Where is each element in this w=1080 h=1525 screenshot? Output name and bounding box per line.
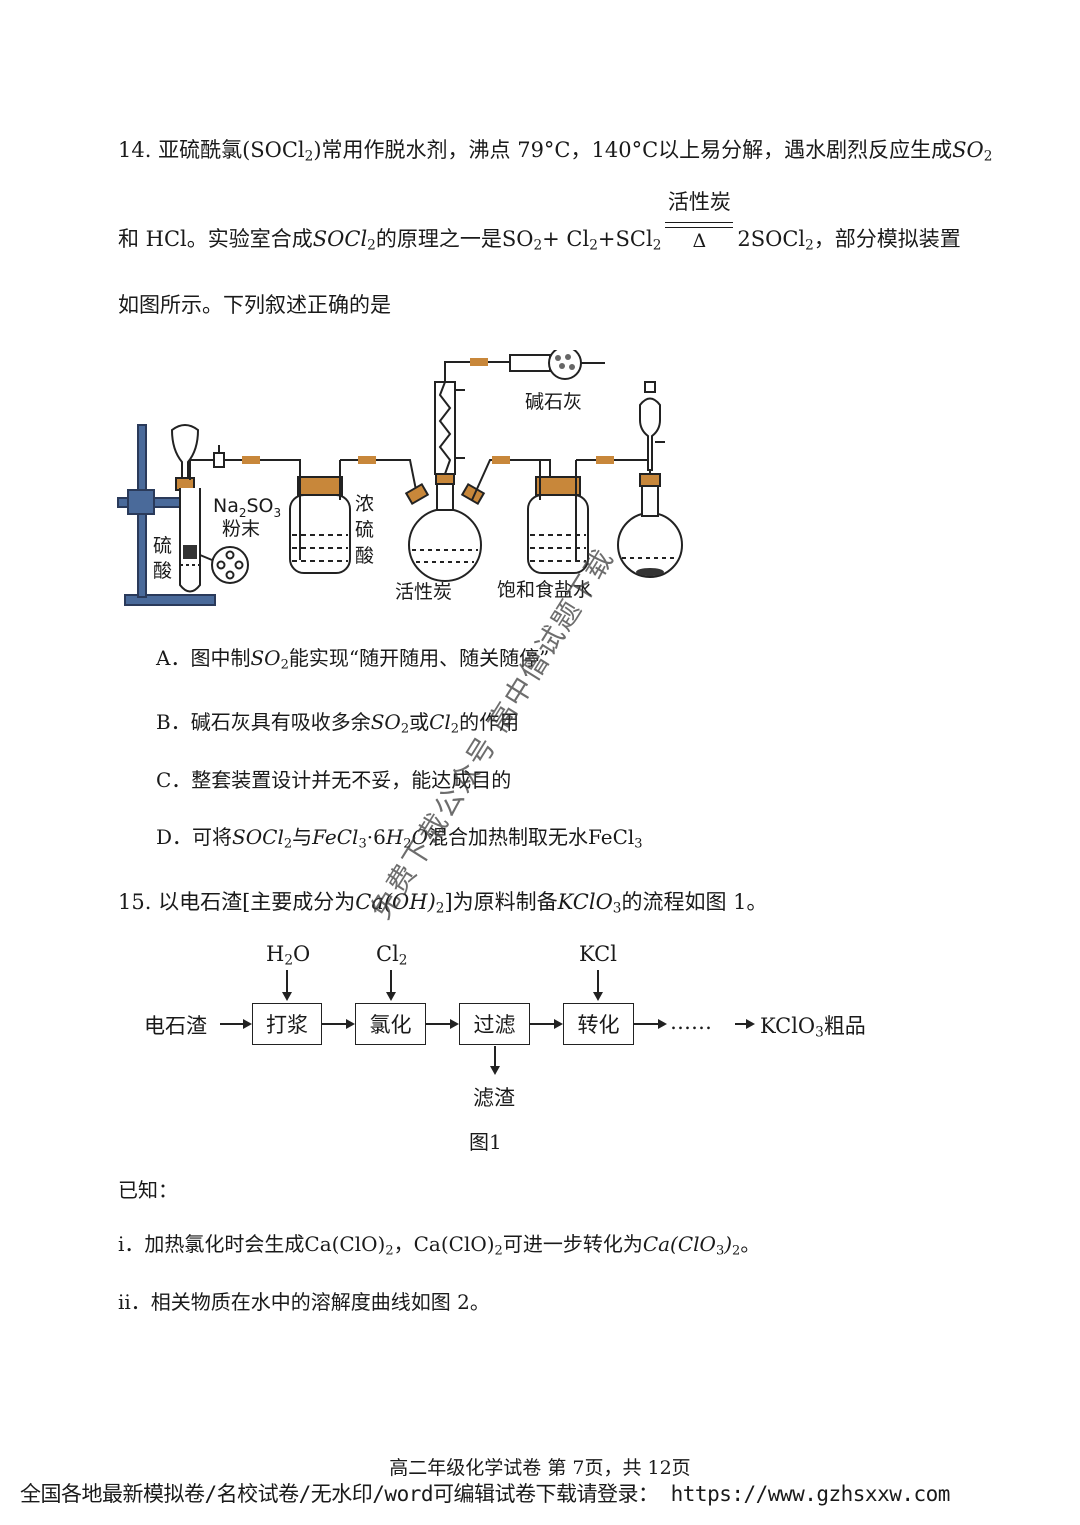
condenser-coil bbox=[438, 381, 452, 475]
subscript: 2 bbox=[589, 237, 598, 254]
stopper-bottle-2 bbox=[535, 476, 581, 496]
subscript: 2 bbox=[533, 237, 543, 254]
stand-clamp-head bbox=[127, 489, 155, 515]
rubber-joint bbox=[492, 456, 510, 464]
known-ii: ii．相关物质在水中的溶解度曲线如图 2。 bbox=[118, 1290, 490, 1314]
subscript: 2 bbox=[304, 148, 314, 165]
label-sulfuric-2: 酸 bbox=[153, 560, 172, 582]
formula-socl2: SOCl bbox=[312, 227, 368, 251]
tube-3 bbox=[471, 459, 551, 501]
option-b: B．碱石灰具有吸收多余SO2或Cl2的作用 bbox=[156, 710, 520, 737]
pointer-line bbox=[199, 554, 213, 561]
q14-text: )常用作脱水剂，沸点 79°C，140°C以上易分解，遇水剧烈反应生成 bbox=[313, 138, 953, 162]
q14-line1: 14. 亚硫酰氯(SOCl2)常用作脱水剂，沸点 79°C，140°C以上易分解… bbox=[118, 138, 992, 165]
catalyst-label: 活性炭 bbox=[667, 190, 731, 214]
powder-pile bbox=[183, 545, 197, 559]
perforated-plate bbox=[211, 546, 249, 584]
figure-caption: 图1 bbox=[469, 1130, 502, 1154]
test-tube bbox=[179, 488, 201, 593]
plate-hole bbox=[225, 570, 235, 580]
rubber-joint bbox=[470, 358, 488, 366]
flow-step-convert: 转化 bbox=[563, 1003, 634, 1045]
known-i: i．加热氯化时会生成Ca(ClO)2，Ca(ClO)2可进一步转化为Ca(ClO… bbox=[118, 1232, 761, 1259]
label-activated-carbon: 活性炭 bbox=[395, 581, 452, 603]
flow-step-filter: 过滤 bbox=[459, 1003, 530, 1045]
flow-arrows bbox=[220, 970, 755, 1075]
flow-end: KClO3粗品 bbox=[760, 1014, 866, 1041]
q14-text: +SCl bbox=[597, 227, 653, 251]
label-conc-3: 酸 bbox=[355, 545, 374, 567]
subscript: 2 bbox=[652, 237, 662, 254]
q14-text: + Cl bbox=[542, 227, 590, 251]
stopcock bbox=[213, 452, 225, 468]
flask-stopper bbox=[435, 473, 455, 485]
equals-bar bbox=[665, 227, 734, 228]
option-c: C．整套装置设计并无不妥，能达成目的 bbox=[156, 768, 512, 792]
plate-hole bbox=[216, 560, 226, 570]
stand-base bbox=[124, 594, 216, 606]
q15-intro: 15. 以电石渣[主要成分为Ca(OH)2]为原料制备KClO3的流程如图 1。 bbox=[118, 890, 768, 917]
q14-line3: 如图所示。下列叙述正确的是 bbox=[118, 293, 391, 317]
subscript: 2 bbox=[983, 148, 993, 165]
label-na2so3: Na2SO3 bbox=[213, 495, 281, 520]
three-neck-flask bbox=[408, 508, 482, 582]
q14-text: 和 HCl。实验室合成 bbox=[118, 227, 313, 251]
round-flask bbox=[617, 512, 683, 578]
label-sulfuric-1: 硫 bbox=[153, 535, 172, 557]
flask-stopper bbox=[460, 482, 486, 506]
q14-text: ，部分模拟装置 bbox=[813, 227, 961, 251]
flask-stopper bbox=[404, 482, 430, 506]
reaction-condition: 活性炭 Δ bbox=[663, 190, 735, 258]
flow-input-water: H2O bbox=[266, 942, 311, 969]
label-soda-lime: 碱石灰 bbox=[525, 391, 582, 413]
plate-hole bbox=[234, 560, 244, 570]
plate-hole bbox=[225, 550, 235, 560]
flow-step-slurry: 打浆 bbox=[252, 1003, 322, 1045]
flow-step-chlorinate: 氯化 bbox=[355, 1003, 426, 1045]
flow-input-chlorine: Cl2 bbox=[376, 942, 408, 969]
footer-ad: 全国各地最新模拟卷/名校试卷/无水印/word可编辑试卷下载请登录： https… bbox=[20, 1482, 950, 1506]
flow-start: 电石渣 bbox=[144, 1014, 207, 1038]
flow-residue: 滤渣 bbox=[473, 1086, 515, 1110]
flow-dots: …… bbox=[670, 1010, 712, 1034]
rubber-joint bbox=[242, 456, 260, 464]
flowchart: 电石渣 打浆 氯化 过滤 转化 …… KClO3粗品 H2O Cl2 KCl 滤… bbox=[0, 940, 1080, 1154]
subscript: 2 bbox=[367, 237, 376, 254]
heat-label: Δ bbox=[692, 230, 707, 252]
apparatus-diagram: 碱石灰 Na2SO3 粉末 硫 酸 浓 硫 酸 活性炭 饱和食盐水 bbox=[117, 350, 683, 606]
label-conc-2: 硫 bbox=[355, 519, 374, 541]
q14-text: 2SOCl bbox=[737, 227, 806, 251]
label-conc-1: 浓 bbox=[355, 493, 374, 515]
option-a: A．图中制SO2能实现“随开随用、随关随停” bbox=[156, 646, 550, 673]
solid-residue bbox=[636, 568, 664, 576]
label-brine: 饱和食盐水 bbox=[497, 579, 592, 601]
funnel-left bbox=[170, 424, 200, 486]
label-powder: 粉末 bbox=[222, 518, 260, 540]
funnel-cap bbox=[644, 381, 656, 393]
tube-top bbox=[444, 361, 540, 382]
subscript: 2 bbox=[805, 237, 814, 254]
drying-tube bbox=[509, 354, 551, 372]
funnel-right bbox=[639, 397, 661, 471]
stopper-right bbox=[639, 473, 661, 487]
flow-input-kcl: KCl bbox=[579, 942, 617, 966]
q14-text: 的原理之一是SO bbox=[375, 227, 534, 251]
soda-lime-bulb bbox=[548, 350, 582, 380]
known-heading: 已知： bbox=[118, 1178, 178, 1202]
equals-bar bbox=[665, 222, 734, 223]
q14-text: 14. 亚硫酰氯(SOCl bbox=[118, 138, 305, 162]
stopper-bottle-1 bbox=[297, 476, 343, 496]
page-footer: 高二年级化学试卷 第 7页，共 12页 bbox=[389, 1457, 691, 1479]
rubber-joint bbox=[596, 456, 614, 464]
option-d: D．可将SOCl2与FeCl3·6H2O混合加热制取无水FeCl3 bbox=[156, 825, 643, 852]
rubber-joint bbox=[358, 456, 376, 464]
formula-so2: SO bbox=[952, 138, 984, 162]
